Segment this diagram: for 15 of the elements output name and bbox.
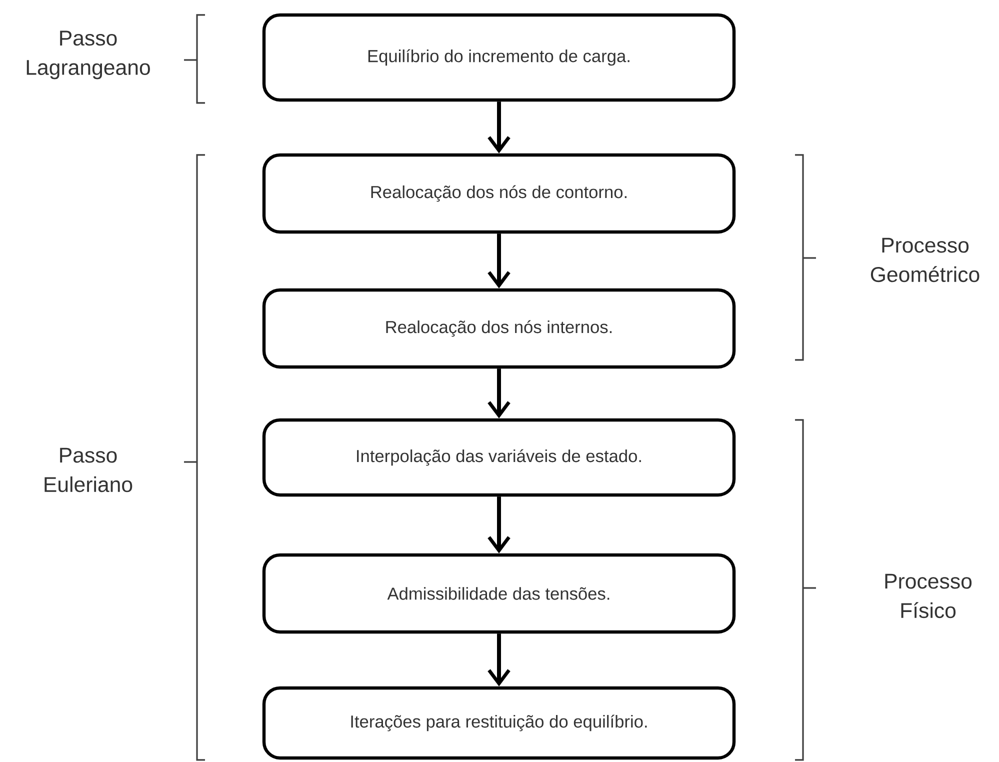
process-box: Equilíbrio do incremento de carga. bbox=[262, 13, 736, 102]
bracket-label: Passo Lagrangeano bbox=[26, 30, 150, 80]
process-box: Interpolação das variáveis de estado. bbox=[262, 418, 736, 497]
process-box: Admissibilidade das tensões. bbox=[262, 553, 736, 634]
arrow bbox=[488, 634, 510, 686]
bracket-label: Passo Euleriano bbox=[44, 448, 132, 492]
bracket-label: Processo Físico bbox=[885, 574, 972, 618]
bracket-label: Processo Geométrico bbox=[870, 238, 980, 282]
process-box: Iterações para restituição do equilíbrio. bbox=[262, 686, 736, 760]
process-box: Realocação dos nós internos. bbox=[262, 288, 736, 369]
arrow bbox=[488, 102, 510, 154]
arrow bbox=[488, 234, 510, 288]
process-box: Realocação dos nós de contorno. bbox=[262, 153, 736, 234]
arrow bbox=[488, 496, 510, 554]
arrow bbox=[488, 368, 510, 418]
